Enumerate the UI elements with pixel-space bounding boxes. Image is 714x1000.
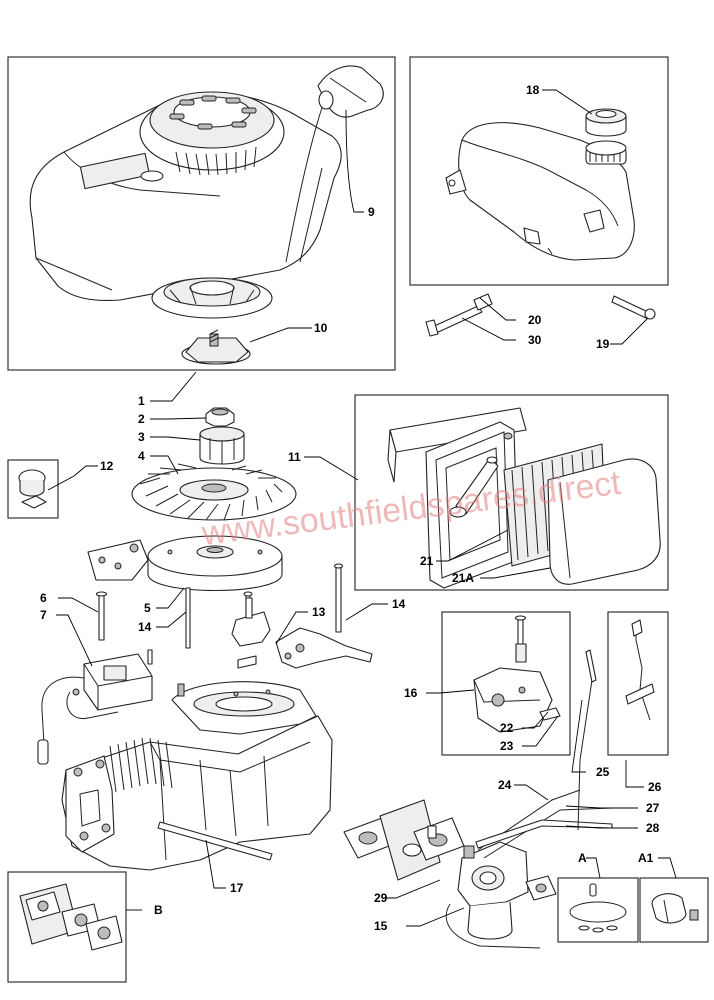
label-14-left: 14: [138, 620, 152, 634]
recoil-starter-panel: [7, 56, 396, 371]
leader-lines: [47, 89, 677, 927]
label-29: 29: [374, 891, 388, 905]
clip-kit-panel: [639, 877, 709, 943]
oring-kit: [569, 883, 627, 933]
fuel-tank-panel: [409, 56, 669, 286]
label-30: 30: [528, 333, 542, 347]
label-7: 7: [40, 608, 47, 622]
label-26: 26: [648, 780, 662, 794]
label-18: 18: [526, 83, 540, 97]
label-22: 22: [500, 721, 514, 735]
label-a1: A1: [638, 851, 654, 865]
breather-tube: [157, 821, 273, 861]
label-4: 4: [138, 449, 145, 463]
label-5: 5: [144, 601, 151, 615]
label-13: 13: [312, 605, 326, 619]
label-a: A: [578, 851, 587, 865]
label-16: 16: [404, 686, 418, 700]
label-25: 25: [596, 765, 610, 779]
label-b: B: [154, 903, 163, 917]
label-11: 11: [288, 450, 301, 464]
coil-shim: [18, 469, 47, 509]
ignition-coil: [37, 653, 153, 765]
label-3: 3: [138, 430, 145, 444]
governor-bracket: [473, 615, 561, 733]
air-filter-assembly: [387, 407, 661, 589]
fuel-tank-assembly: [425, 108, 656, 337]
label-9: 9: [368, 205, 375, 219]
oring-kit-panel: [557, 877, 639, 943]
label-6: 6: [40, 591, 47, 605]
part-labels: 1 2 3 4 5 6 7 9 10 11 12 13 14 14 15 16 …: [40, 83, 662, 933]
recoil-starter-assembly: [29, 65, 384, 365]
label-20: 20: [528, 313, 542, 327]
screws: [95, 563, 344, 665]
flywheel-assembly: [131, 407, 297, 592]
mounting-brackets: [231, 597, 373, 669]
label-28: 28: [646, 821, 660, 835]
label-10: 10: [314, 321, 328, 335]
cover-bracket: [87, 539, 149, 581]
label-12: 12: [100, 459, 114, 473]
label-14-right: 14: [392, 597, 406, 611]
throttle-lever: [625, 619, 655, 721]
label-1: 1: [138, 394, 145, 408]
governor-bracket-panel: [441, 611, 571, 756]
label-23: 23: [500, 739, 514, 753]
clip-kit: [651, 893, 699, 924]
label-21: 21: [420, 554, 434, 568]
engine-block: [61, 681, 333, 871]
label-2: 2: [138, 412, 145, 426]
label-21a: 21A: [452, 571, 474, 585]
air-filter-panel: [354, 394, 669, 591]
label-24: 24: [498, 778, 512, 792]
label-27: 27: [646, 801, 660, 815]
label-19: 19: [596, 337, 610, 351]
label-17: 17: [230, 881, 244, 895]
label-15: 15: [374, 919, 388, 933]
gasket-kit: [19, 883, 123, 951]
gasket-kit-panel: [7, 871, 127, 983]
throttle-lever-panel: [607, 611, 669, 756]
coil-shim-panel: [7, 459, 59, 519]
